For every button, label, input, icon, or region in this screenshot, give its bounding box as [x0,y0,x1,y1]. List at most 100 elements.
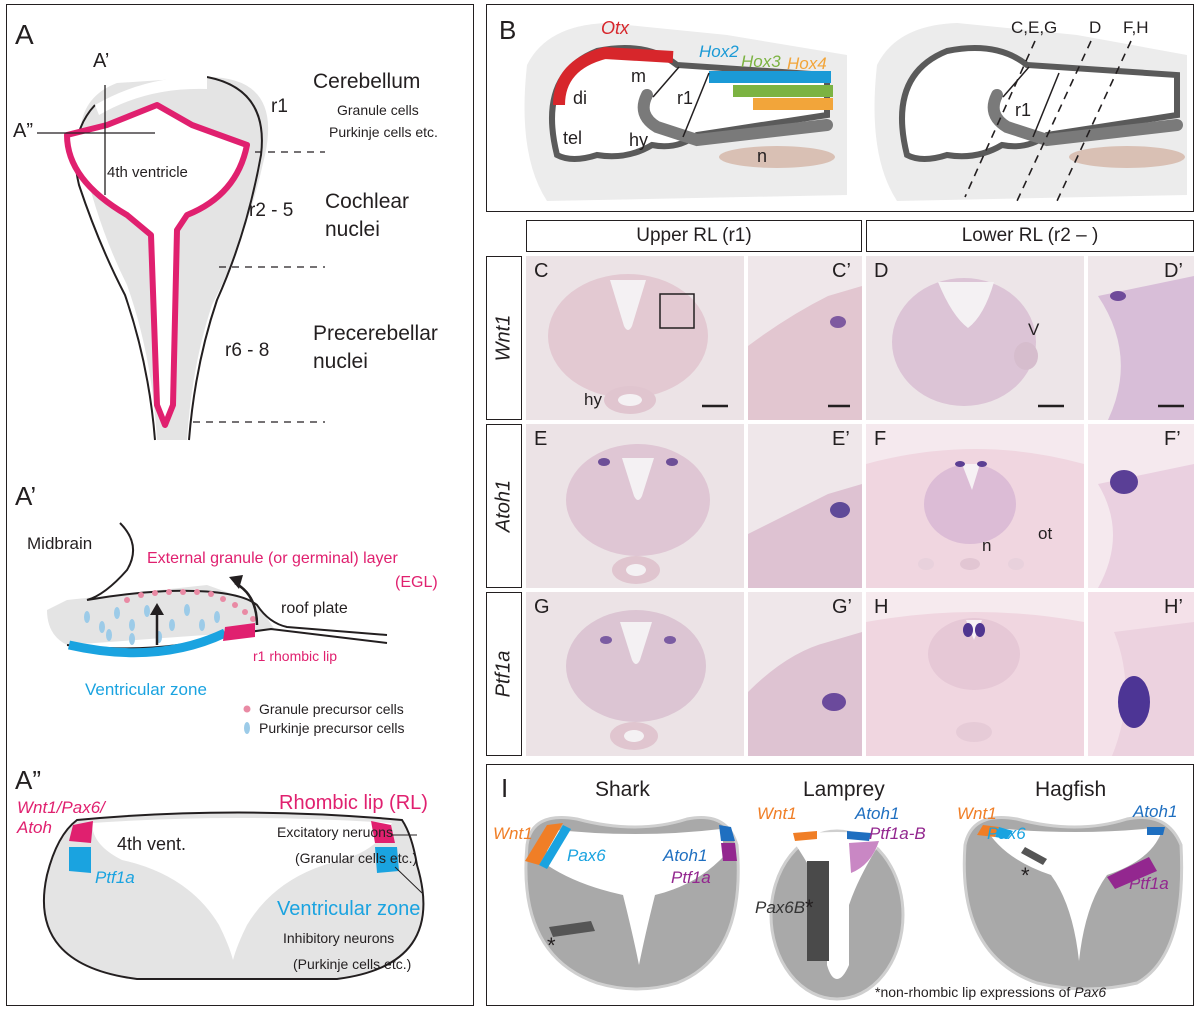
a1-arrowhead-egl [229,575,243,589]
a2-ventricle-label: 4th vent. [117,834,187,854]
fourth-ventricle-outline [64,102,250,428]
fourth-ventricle-label: 4th ventricle [107,164,188,181]
cerebellum-sub1: Granule cells [337,102,419,118]
photo-g-drawing [566,610,706,750]
cochlear-label-1: Cochlear [325,190,410,213]
hagfish-ptf1a-domain [1107,857,1157,889]
label-e: E [534,428,548,450]
label-hy: hy [584,390,602,409]
a1-arrowhead-up [150,603,164,615]
photo-e-prime-drawing [748,484,862,588]
label-v: V [1028,320,1040,339]
r6-8-label: r6 - 8 [225,340,270,361]
label-e-prime: E’ [832,428,850,450]
photo-e-drawing [566,444,710,584]
photo-h-prime: H’ [1088,592,1194,756]
lamprey-atoh1-label: Atoh1 [855,804,900,823]
label-d: D [874,260,889,282]
a2-genes-label-1: Wnt1/Pax6/ [17,798,105,817]
photo-e-prime: E’ [748,424,862,588]
cochlear-label-2: nuclei [325,218,380,241]
b-cut-line-d [1016,40,1092,202]
b-cut-fh-label: F,H [1123,18,1149,37]
b-right-notochord [1069,146,1185,168]
cerebellum-sub2: Purkinje cells etc. [329,124,438,140]
b-hox4-label: Hox4 [787,54,827,73]
photo-d: D V [866,256,1084,420]
shark-atoh1-label: Atoh1 [663,846,708,865]
panel-a2-letter: A” [15,765,41,795]
b-di-label: di [573,88,588,108]
b-hox3-band [733,85,833,97]
b-left-r1-boundary [682,72,710,138]
shark-pax6-label: Pax6 [567,846,606,865]
label-g: G [534,596,550,618]
b-hox3-label: Hox3 [741,52,781,71]
b-hox2-band [709,71,831,83]
hagfish-atoh1-domain [1147,827,1165,835]
midbrain-label: Midbrain [27,534,93,553]
egl-label-1: External granule (or germinal) layer [147,550,398,567]
a2-vz-sub2: (Purkinje cells etc.) [293,956,412,972]
a1-granule-cells [124,589,256,622]
hagfish-atoh1-label: Atoh1 [1133,802,1178,821]
gene-label-wnt1: Wnt1 [486,256,522,420]
b-left-notochord [719,146,835,168]
panel-a: A A’ A” r1 r2 - 5 r6 - 8 4th ventricle C… [6,4,474,1006]
shark-pax6-domain [539,825,571,869]
photo-g-prime-drawing [748,632,862,756]
header-upper-rl: Upper RL (r1) [526,220,862,252]
label-ot: ot [1038,524,1053,543]
photo-g: G [526,592,744,756]
photo-c: C hy [526,256,744,420]
photo-h: H [866,592,1084,756]
a2-leader-vz [394,866,423,894]
panel-a1-letter: A’ [15,481,37,511]
lamprey-ptf1a-label: Ptf1a-B [869,824,926,843]
b-otx-label: Otx [601,18,630,38]
cerebellum-label: Cerebellum [313,70,421,93]
lamprey-title: Lamprey [803,778,885,801]
shark-wnt1-label: Wnt1 [493,824,533,843]
lamprey-wnt1-label: Wnt1 [757,804,797,823]
hagfish-pax6-domain [995,827,1013,839]
label-c-prime: C’ [832,260,851,282]
a2-vz-left [69,847,91,873]
a2-rl-sub1: Excitatory neruons [277,824,393,840]
lamprey-wnt1-domain [793,831,817,841]
a2-rl-left [69,821,93,843]
a2-ventricle [92,818,392,960]
photo-f: F n ot [866,424,1084,588]
b-r1b-label: r1 [1015,100,1032,120]
shark-ventricle [547,829,725,965]
cut-a1-label: A’ [93,50,110,72]
b-otx-band [553,46,674,106]
a2-vz-title: Ventricular zone [277,898,421,920]
lamprey-atoh1-domain [847,831,871,841]
photo-d-prime-drawing [1098,276,1194,420]
b-hox4-band [753,98,833,110]
label-f: F [874,428,887,450]
legend-purkinje-label: Purkinje precursor cells [259,720,405,736]
a2-vz-right [375,847,399,873]
hagfish-star: * [1021,863,1030,888]
panel-i-drawing [524,816,1184,1001]
b-hox2-label: Hox2 [699,42,739,61]
panel-b: B Otx Hox2 Hox3 Hox4 di tel m hy r1 n r1… [486,4,1194,212]
a2-rl-sub2: (Granular cells etc.) [295,850,418,866]
label-g-prime: G’ [832,596,852,618]
hagfish-ventricle [985,827,1163,961]
lamprey-pax6b-label: Pax6B [755,898,806,917]
b-cut-line-fh [1056,40,1132,202]
legend-purkinje-dot [244,722,250,734]
ventricular-zone-label: Ventricular zone [85,680,207,699]
shark-ptf1a-label: Ptf1a [671,868,711,887]
gene-label-atoh1: Atoh1 [486,424,522,588]
hagfish-title: Hagfish [1035,778,1107,801]
photo-e: E [526,424,744,588]
panel-b-letter: B [499,15,517,45]
egl-label-2: (EGL) [395,574,438,591]
photo-c-prime-drawing [748,286,862,420]
r2-5-label: r2 - 5 [249,200,294,221]
b-cut-ceg-label: C,E,G [1011,18,1058,37]
